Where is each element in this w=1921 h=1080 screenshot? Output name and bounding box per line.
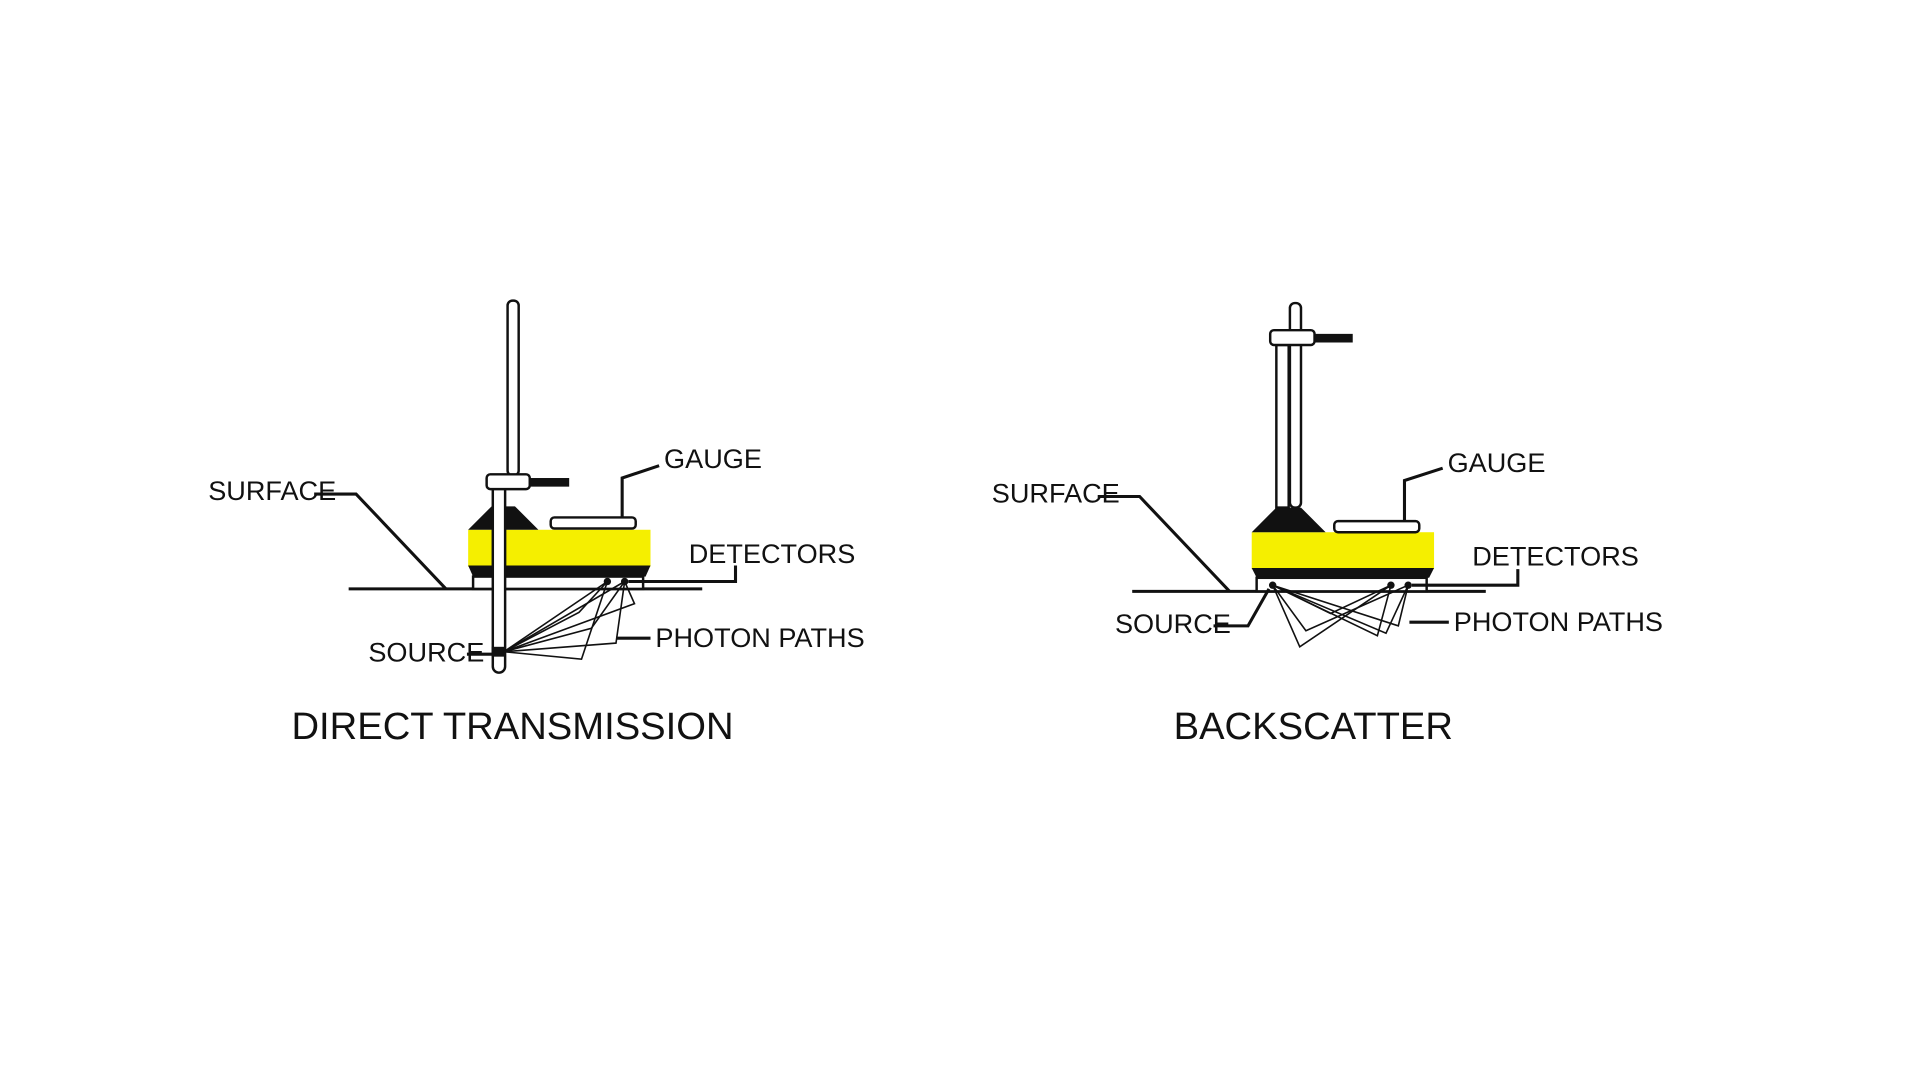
direct-transmission-panel: SURFACE GAUGE DETECTORS SOURCE PHOTON PA… (208, 299, 865, 748)
bs-source-leader (1213, 588, 1271, 628)
bs-guide-rod (1288, 301, 1303, 509)
dt-gauge-leader (620, 464, 660, 518)
backscatter-panel: SURFACE GAUGE DETECTORS SOURCE PHOTON PA… (992, 301, 1663, 748)
dt-gauge-label: GAUGE (664, 443, 762, 474)
dt-detectors-leader (628, 565, 738, 584)
bs-surface-leader (1097, 494, 1231, 593)
bs-detector-dot (1404, 581, 1412, 589)
bs-detectors-label: DETECTORS (1472, 540, 1639, 571)
bs-gauge-base-band (1251, 567, 1435, 578)
dt-photon-paths-label: PHOTON PATHS (655, 622, 864, 653)
bs-handle-grip (1314, 333, 1353, 343)
bs-source-label: SOURCE (1115, 608, 1231, 639)
dt-source-rod (491, 474, 507, 674)
bs-gauge-leader (1402, 466, 1444, 522)
dt-surface-label: SURFACE (208, 475, 336, 506)
bs-photon-paths (1271, 584, 1409, 649)
bs-gauge-body (1251, 532, 1435, 570)
bs-handle-collar (1268, 328, 1316, 347)
dt-handle-grip (529, 478, 570, 487)
dt-title: DIRECT TRANSMISSION (291, 705, 733, 748)
bs-rod-cone (1251, 507, 1326, 533)
dt-source-point (491, 646, 506, 657)
dt-guide-rod (506, 299, 520, 477)
bs-source-rod (1275, 343, 1290, 509)
dt-surface-leader (314, 492, 448, 590)
bs-photon-paths-label: PHOTON PATHS (1454, 606, 1663, 637)
dt-gauge-base-band (468, 565, 651, 577)
dt-photon-paths (503, 580, 636, 660)
dt-handle-collar (485, 473, 531, 491)
dt-source-label: SOURCE (368, 637, 484, 668)
dt-gauge-display (549, 516, 637, 530)
dt-detectors-label: DETECTORS (689, 538, 856, 569)
bs-gauge-label: GAUGE (1448, 447, 1546, 478)
bs-detectors-leader (1411, 569, 1520, 587)
bs-surface-label: SURFACE (992, 478, 1120, 509)
bs-gauge-display (1333, 519, 1421, 534)
bs-title: BACKSCATTER (1174, 705, 1453, 748)
